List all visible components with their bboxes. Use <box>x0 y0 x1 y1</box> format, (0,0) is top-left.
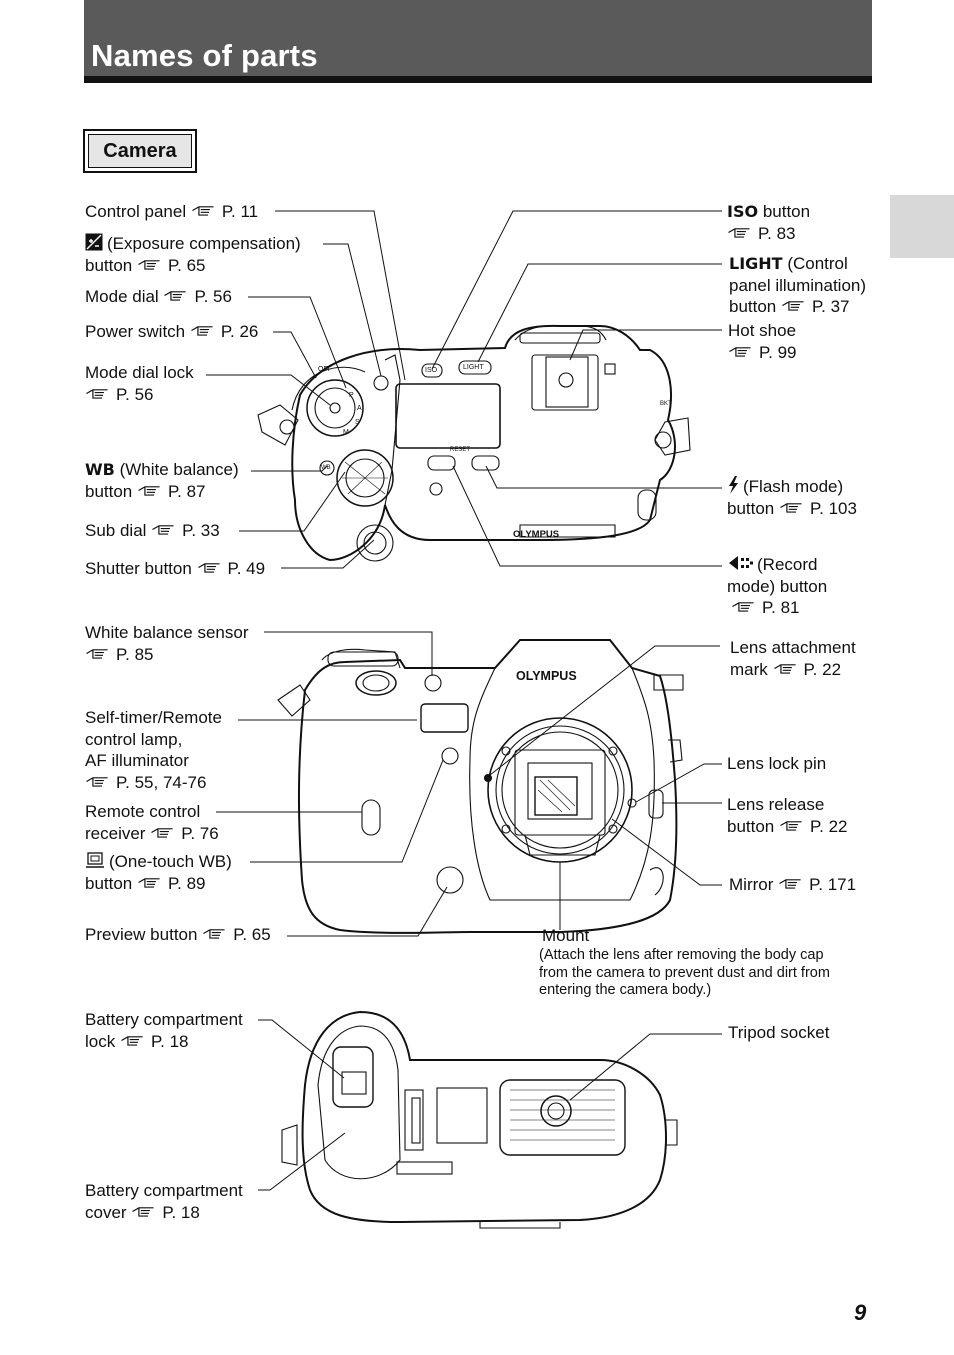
exposure-compensation-icon <box>85 233 103 251</box>
label-one-touch-wb: (One-touch WB) button P. 89 <box>85 852 232 893</box>
page-ref-icon <box>190 325 215 336</box>
flash-icon <box>729 476 738 494</box>
page-ref-icon <box>85 648 110 659</box>
header-rule <box>84 76 872 83</box>
label-light-button: LIGHT (Control panel illumination) butto… <box>729 254 867 316</box>
camera-front-brand: OLYMPUS <box>516 669 577 683</box>
page-ref-icon <box>731 601 756 612</box>
mode-letter-p: P <box>349 392 354 399</box>
chapter-tab <box>890 195 954 258</box>
page-ref-icon <box>120 1035 145 1046</box>
camera-front-view <box>277 639 684 934</box>
page-number: 9 <box>854 1300 867 1325</box>
section-heading: Camera <box>103 140 177 162</box>
label-battery-compartment-lock: Battery compartment lock P. 18 <box>85 1010 243 1051</box>
page-ref-icon <box>131 1206 156 1217</box>
page-ref-icon <box>163 290 188 301</box>
page-ref-icon <box>781 300 806 311</box>
label-remote-receiver: Remote control receiver P. 76 <box>85 802 219 843</box>
page-ref-icon <box>85 388 110 399</box>
page-ref-icon <box>137 877 162 888</box>
label-mount: Mount <box>542 926 590 945</box>
label-mirror: Mirror P. 171 <box>729 875 857 894</box>
page-ref-icon <box>779 820 804 831</box>
iso-mark: ISO <box>425 367 438 374</box>
page-ref-icon <box>137 259 162 270</box>
bkt-mark: BKT <box>660 401 672 407</box>
header-bar <box>84 0 872 76</box>
label-flash-mode: (Flash mode) button P. 103 <box>727 476 857 518</box>
label-mode-dial: Mode dial P. 56 <box>85 287 232 306</box>
label-wb-sensor: White balance sensor P. 85 <box>85 623 249 664</box>
record-mode-icon <box>729 556 753 570</box>
page-ref-icon <box>778 878 803 889</box>
page-ref-icon <box>150 827 175 838</box>
page-ref-icon <box>191 205 216 216</box>
page-ref-icon <box>197 562 222 573</box>
mode-letter-s: S <box>355 419 360 426</box>
light-mark: LIGHT <box>463 364 484 371</box>
camera-top-brand: OLYMPUS <box>513 529 560 540</box>
label-hot-shoe: Hot shoe P. 99 <box>728 321 797 362</box>
label-shutter-button: Shutter button P. 49 <box>85 559 266 578</box>
section-heading-box: Camera <box>83 129 197 173</box>
page-ref-icon <box>85 776 110 787</box>
label-mode-dial-lock: Mode dial lock P. 56 <box>85 363 194 404</box>
label-power-switch: Power switch P. 26 <box>85 322 259 341</box>
label-control-panel: Control panel P. 11 <box>85 202 259 221</box>
wb-mark: WB <box>321 465 331 471</box>
page-ref-icon <box>773 663 798 674</box>
leader-lines <box>206 210 722 1191</box>
reset-mark: RESET <box>450 447 471 453</box>
label-battery-compartment-cover: Battery compartment cover P. 18 <box>85 1181 243 1222</box>
label-lens-lock-pin: Lens lock pin <box>727 754 827 773</box>
label-lens-attachment-mark: Lens attachment mark P. 22 <box>730 638 856 679</box>
label-preview-button: Preview button P. 65 <box>85 925 271 944</box>
label-exposure-compensation: (Exposure compensation) button P. 65 <box>85 233 301 275</box>
off-mark: OFF <box>318 366 332 373</box>
page-ref-icon <box>727 227 752 238</box>
page-ref-icon <box>151 524 176 535</box>
page-ref-icon <box>728 346 753 357</box>
label-wb-button: WB (White balance) button P. 87 <box>85 460 239 501</box>
page-ref-icon <box>202 928 227 939</box>
label-record-mode: (Record mode) button P. 81 <box>727 555 828 617</box>
mount-note: (Attach the lens after removing the body… <box>539 947 830 998</box>
label-lens-release-button: Lens release button P. 22 <box>727 795 848 836</box>
mode-letter-a: A <box>357 405 362 412</box>
label-tripod-socket: Tripod socket <box>728 1023 830 1042</box>
label-iso-button: ISO button P. 83 <box>727 202 811 243</box>
camera-top-view <box>257 324 691 562</box>
label-self-timer: Self-timer/Remote control lamp, AF illum… <box>85 708 222 792</box>
camera-bottom-view <box>281 1010 678 1229</box>
page-ref-icon <box>137 485 162 496</box>
mode-letter-m: M <box>343 429 349 436</box>
page-title: Names of parts <box>91 38 318 73</box>
label-sub-dial: Sub dial P. 33 <box>85 521 220 540</box>
page-ref-icon <box>779 502 804 513</box>
one-touch-wb-icon <box>86 852 104 868</box>
